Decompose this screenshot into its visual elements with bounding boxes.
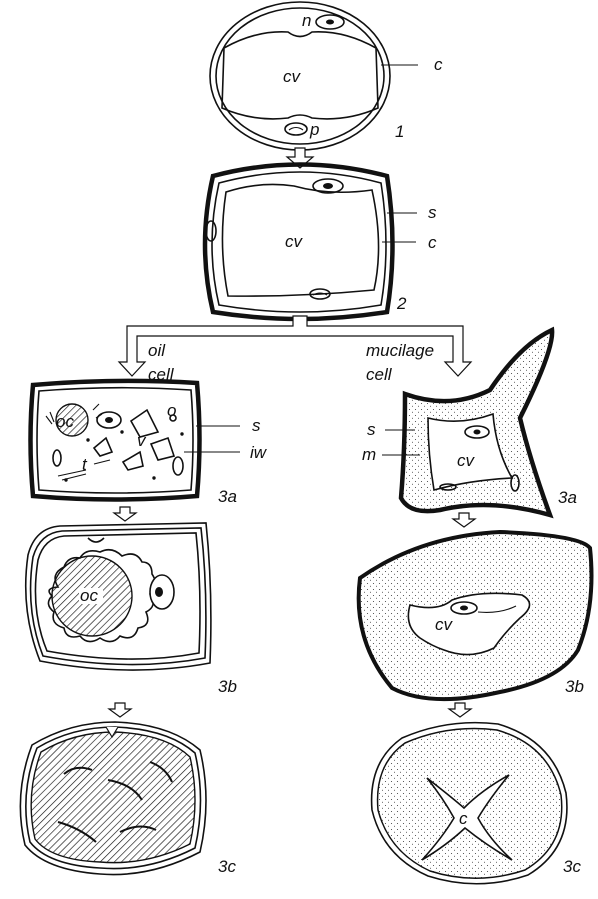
stage-number-oil-3c: 3c [218, 857, 236, 876]
label-s: s [252, 416, 261, 435]
label-oc: oc [56, 412, 74, 431]
label-cv: cv [435, 615, 454, 634]
label-cv: cv [283, 67, 302, 86]
label-p: p [309, 120, 319, 139]
arrow-mucilage-3a-to-3b [453, 513, 475, 527]
oil-filled-lumen [31, 732, 195, 863]
label-v: v [137, 431, 147, 450]
label-c: c [459, 809, 468, 828]
arrow-oil-3b-to-3c [109, 703, 131, 717]
label-m: m [362, 445, 376, 464]
oil-cell-3c [20, 722, 206, 875]
stage-number-oil-3b: 3b [218, 677, 237, 696]
stage-2-cell [205, 165, 417, 320]
plastid [285, 123, 307, 135]
label-s: s [428, 203, 437, 222]
label-o: o [167, 401, 176, 420]
oil-cell-3b [26, 523, 211, 670]
label-iw: iw [250, 443, 268, 462]
arrow-oil-3a-to-3b [114, 507, 136, 521]
label-t: t [82, 455, 88, 474]
arrow-mucilage-3b-to-3c [449, 703, 471, 717]
label-c: c [434, 55, 443, 74]
label-oc: oc [80, 586, 98, 605]
oil-cell-title-line1: oil [148, 341, 166, 360]
mucilage-cell-3c [372, 723, 567, 884]
stage-number-mucilage-3c: 3c [563, 857, 581, 876]
stage-number-1: 1 [395, 122, 404, 141]
label-c: c [428, 233, 437, 252]
label-cv: cv [285, 232, 304, 251]
central-vacuole-outline [222, 32, 378, 119]
stage-number-mucilage-3b: 3b [565, 677, 584, 696]
oil-cell-3a [31, 381, 241, 500]
label-s: s [367, 420, 376, 439]
stage-number-oil-3a: 3a [218, 487, 237, 506]
mucilage-cell-title-line1: mucilage [366, 341, 434, 360]
mucilage-cell-title-line2: cell [366, 365, 393, 384]
stage-number-2: 2 [396, 294, 407, 313]
stage-number-mucilage-3a: 3a [558, 488, 577, 507]
label-cv: cv [457, 451, 476, 470]
label-n: n [302, 11, 311, 30]
mucilage-cell-3b [359, 532, 592, 699]
